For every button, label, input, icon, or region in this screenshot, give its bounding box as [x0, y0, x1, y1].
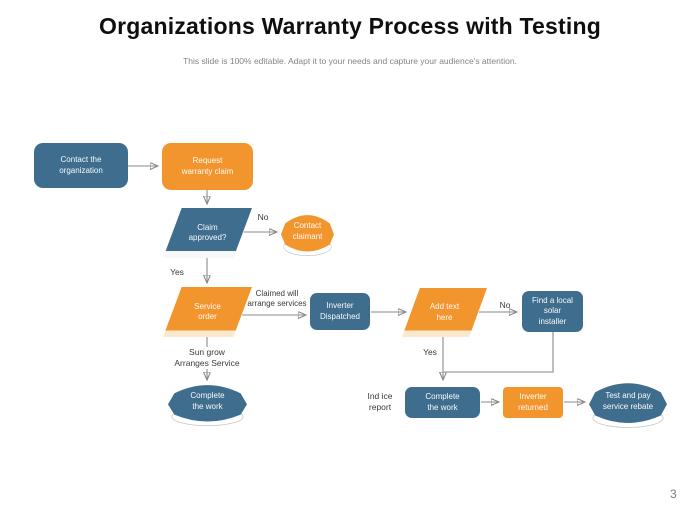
barrel-shape: [589, 383, 667, 428]
page-number: 3: [670, 487, 677, 501]
node-label: Contact the organization: [59, 155, 103, 175]
node-complete-work-left: Complete the work: [168, 383, 247, 427]
node-label: Test and pay service rebate: [602, 391, 654, 411]
node-contact-organization: Contact the organization: [34, 143, 128, 192]
node-complete-work-right: Complete the work: [405, 387, 480, 422]
node-inverter-dispatched: Inverter Dispatched: [310, 293, 370, 334]
connector-installer-join: [444, 332, 554, 373]
label-yes-right: Yes: [423, 347, 437, 357]
label-claimed-will-arrange: Claimed will arrange services: [247, 289, 307, 309]
node-contact-claimant: Contact claimant: [281, 213, 334, 257]
node-find-local-installer: Find a local solar installer: [522, 291, 583, 336]
node-label: Inverter returned: [518, 392, 548, 412]
node-label: Complete the work: [425, 392, 460, 412]
barrel-shape: [281, 215, 334, 256]
slide-title: Organizations Warranty Process with Test…: [99, 13, 601, 39]
label-ind-ice-report: Ind ice report: [367, 391, 393, 413]
node-label: Service order: [194, 301, 221, 321]
label-no-right: No: [499, 300, 511, 310]
label-sun-grow-arranges: Sun grow Arranges Service: [164, 347, 250, 370]
node-label: Contact claimant: [292, 221, 323, 241]
label-no-left: No: [257, 212, 269, 222]
node-request-warranty-claim: Request warranty claim: [162, 143, 253, 194]
node-inverter-returned: Inverter returned: [503, 387, 563, 422]
node-label: Complete the work: [190, 391, 225, 411]
node-label: Find a local solar installer: [532, 295, 573, 326]
node-label: Claim approved?: [188, 222, 227, 242]
barrel-shape: [168, 385, 247, 426]
node-label: Inverter Dispatched: [319, 301, 361, 321]
node-label: Add text here: [429, 302, 460, 322]
label-yes-left: Yes: [170, 267, 184, 277]
slide-subtitle: This slide is 100% editable. Adapt it to…: [183, 56, 517, 66]
node-label: Request warranty claim: [181, 156, 234, 176]
node-test-pay-rebate: Test and pay service rebate: [589, 381, 667, 429]
